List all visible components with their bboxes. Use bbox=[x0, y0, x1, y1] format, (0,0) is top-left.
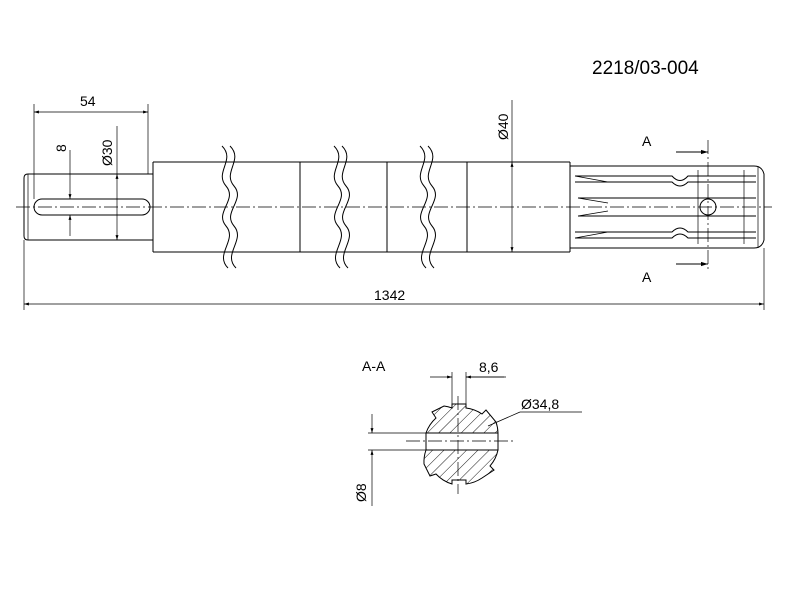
dim-key-length: 54 bbox=[80, 93, 96, 109]
dim-tooth-width: 8,6 bbox=[479, 359, 499, 375]
dim-key-dimension: Ø8 bbox=[353, 483, 369, 502]
shaft-view: A A bbox=[16, 133, 772, 285]
dim-total-length: 1342 bbox=[374, 287, 405, 303]
section-bore bbox=[425, 432, 499, 451]
spline-end bbox=[570, 165, 765, 249]
section-title: A-A bbox=[362, 358, 386, 374]
section-arrow-label-bottom: A bbox=[642, 269, 652, 285]
key-slot bbox=[33, 198, 151, 216]
section-view: A-A 8,6 Ø34,8 Ø8 bbox=[353, 358, 582, 506]
break-lines bbox=[221, 145, 436, 269]
dim-body-diameter: Ø40 bbox=[495, 113, 511, 140]
drawing-number: 2218/03-004 bbox=[592, 58, 699, 79]
section-arrow-label-top: A bbox=[642, 133, 652, 149]
section-profile bbox=[425, 403, 499, 434]
shaft-left-end bbox=[23, 173, 153, 241]
dim-end-diameter: Ø30 bbox=[99, 139, 115, 166]
section-profile-lower bbox=[423, 449, 499, 485]
dim-outer-diameter: Ø34,8 bbox=[521, 396, 559, 412]
dim-key-width: 8 bbox=[53, 144, 69, 152]
dimensions: 54 8 Ø30 Ø40 1342 bbox=[23, 93, 765, 310]
